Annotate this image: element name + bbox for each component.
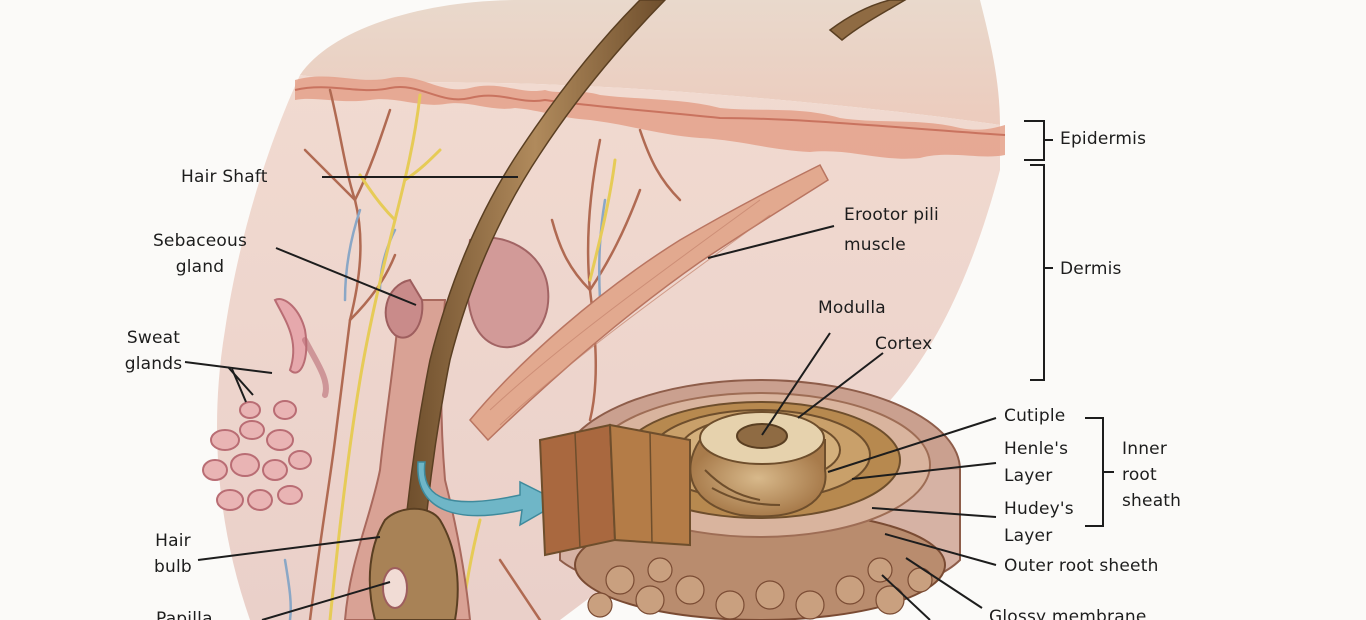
label-glassy-membrane: Glossy membrane: [989, 607, 1147, 620]
label-cortex: Cortex: [875, 334, 933, 354]
label-sweat-line1: Sweat: [126, 328, 181, 348]
bracket-epidermis: [1024, 120, 1045, 161]
label-hair-bulb-line1: Hair: [155, 531, 191, 551]
label-outer-root: Outer root sheeth: [1004, 556, 1159, 576]
label-papilla: Papilla: [156, 609, 213, 620]
leader-sweat-3: [231, 368, 247, 403]
leader-cortex: [797, 352, 884, 419]
sebaceous-gland-right: [466, 236, 550, 349]
label-arrector-line1: Erootor pili: [844, 205, 939, 225]
leader-outer-root: [884, 533, 997, 566]
arrector-pili-muscle: [469, 164, 829, 442]
label-sweat-line2: glands: [124, 354, 183, 374]
leader-medulla: [761, 332, 831, 436]
leader-hair-bulb: [197, 536, 381, 561]
hair-cross-section: [538, 379, 961, 620]
sweat-gland-coils: [202, 400, 312, 511]
label-epidermis: Epidermis: [1060, 129, 1147, 149]
label-sebaceous-line1: Sebaceous: [152, 231, 248, 251]
label-henle-line2: Layer: [1004, 466, 1053, 486]
label-cuticle: Cutiple: [1004, 406, 1066, 426]
leader-arrector: [707, 225, 835, 259]
leader-glassy: [905, 557, 983, 609]
label-inner-root-line2: root: [1122, 465, 1157, 485]
label-inner-root-line1: Inner: [1122, 439, 1168, 459]
leader-lines: [184, 120, 1114, 620]
magnify-arrow: [417, 461, 562, 527]
leader-sebaceous: [275, 247, 417, 306]
label-inner-root-line3: sheath: [1122, 491, 1182, 511]
sebaceous-gland-left: [384, 278, 424, 339]
bracket-dermis: [1030, 164, 1045, 381]
leader-cuticle: [827, 417, 997, 473]
label-hair-bulb-line2: bulb: [154, 557, 192, 577]
label-huxley-line1: Hudey's: [1004, 499, 1074, 519]
label-henle-line1: Henle's: [1004, 439, 1069, 459]
label-hair-shaft: Hair Shaft: [181, 167, 268, 187]
leader-papilla: [261, 581, 391, 620]
sweat-duct: [273, 298, 308, 374]
label-sebaceous-line2: gland: [175, 257, 225, 277]
dermal-papilla: [382, 567, 408, 609]
label-arrector-line2: muscle: [844, 235, 906, 255]
label-huxley-line2: Layer: [1004, 526, 1053, 546]
hair-fragment-top: [828, 0, 907, 41]
label-medulla: Modulla: [818, 298, 886, 318]
leader-extra: [881, 574, 931, 620]
skin-surface: [300, 0, 1000, 125]
leader-huxley: [871, 507, 997, 518]
bracket-inner-root: [1085, 417, 1104, 527]
leader-henle: [851, 462, 997, 480]
label-dermis: Dermis: [1060, 259, 1122, 279]
